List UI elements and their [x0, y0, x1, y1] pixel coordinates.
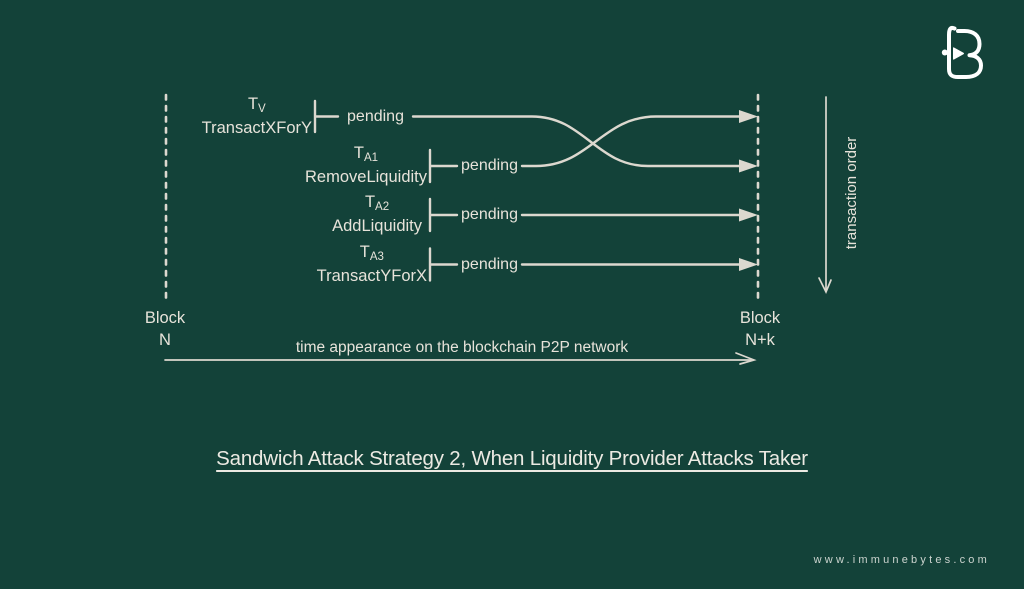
time-axis-arrow [735, 352, 757, 365]
logo-play-triangle [953, 47, 965, 60]
block-nk-word: Block [739, 309, 781, 327]
tx1-status: pending [347, 107, 404, 125]
tx2-action: RemoveLiquidity [305, 168, 427, 186]
tx-arrowhead-4 [739, 258, 758, 271]
block-n-number: N [159, 331, 171, 349]
block-nk-label: Block N+k [710, 307, 810, 351]
block-n-label: Block N [115, 307, 215, 351]
tx2-status: pending [461, 157, 518, 174]
tx2-flow-line [520, 115, 743, 168]
tx1-flow-line [411, 115, 743, 168]
logo-i-dot [941, 49, 948, 56]
tx4-symbol: TA3 [359, 242, 384, 263]
tx3-symbol: TA2 [364, 193, 390, 213]
tx4-label: TA3 TransactYForX [317, 243, 427, 286]
caption-text: Sandwich Attack Strategy 2, When Liquidi… [216, 447, 808, 470]
logo-b-outline [947, 25, 983, 79]
tx1-label: TV TransactXForY [202, 95, 312, 138]
tx-arrowhead-1 [739, 110, 758, 123]
tx-arrowhead-2 [739, 159, 758, 173]
order-axis-arrow [818, 277, 832, 295]
immunebytes-logo-icon [941, 25, 983, 79]
tx3-action: AddLiquidity [332, 217, 422, 235]
website-url: www.immunebytes.com [813, 554, 990, 566]
order-axis-label: transaction order [843, 136, 860, 250]
time-axis-label: time appearance on the blockchain P2P ne… [295, 339, 629, 356]
tx3-label: TA2 AddLiquidity [332, 193, 422, 236]
block-n-word: Block [144, 309, 186, 327]
tx2-label: TA1 RemoveLiquidity [305, 144, 427, 187]
tx3-status: pending [461, 206, 518, 223]
caption: Sandwich Attack Strategy 2, When Liquidi… [0, 447, 1024, 471]
tx4-action: TransactYForX [316, 266, 427, 285]
tx2-symbol: TA1 [353, 144, 379, 164]
tx1-symbol: TV [247, 95, 266, 115]
block-nk-number: N+k [745, 331, 775, 349]
tx1-action: TransactXForY [201, 119, 312, 137]
tx-arrowhead-3 [739, 208, 758, 222]
tx4-status: pending [461, 255, 518, 273]
